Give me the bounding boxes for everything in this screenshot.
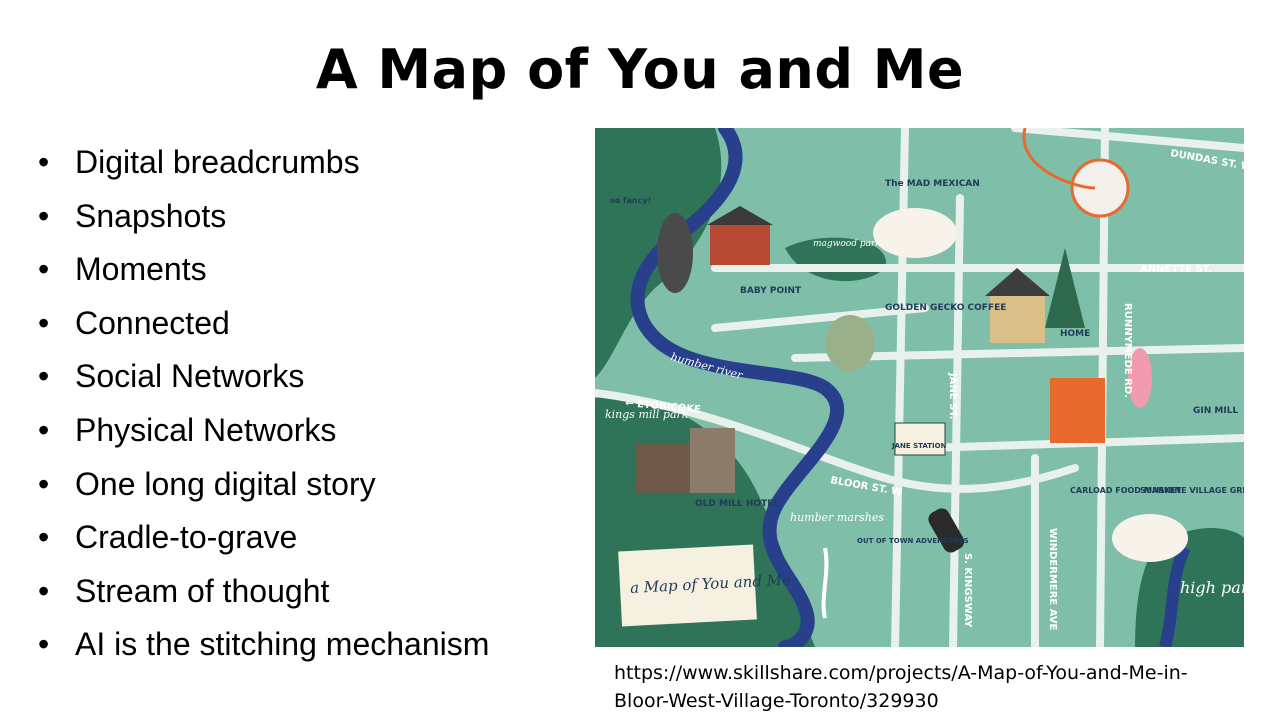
plate-icon <box>873 208 957 258</box>
place-label: JANE STATION <box>891 442 947 450</box>
compass-lanyard <box>1022 128 1096 190</box>
place-label: OLD MILL HOTEL <box>695 499 779 509</box>
car-icon <box>928 508 965 553</box>
bullet-item: • Moments <box>38 243 489 297</box>
source-caption: https://www.skillshare.com/projects/A-Ma… <box>614 659 1188 715</box>
place-label: CARLOAD FOOD MARKET <box>1070 486 1182 495</box>
caption-line: Bloor-West-Village-Toronto/329930 <box>614 690 939 712</box>
bullet-item: • Stream of thought <box>38 565 489 619</box>
bullet-item: • AI is the stitching mechanism <box>38 618 489 672</box>
place-label: SUNSHINE VILLAGE GRILL <box>1140 486 1244 495</box>
caption-line: https://www.skillshare.com/projects/A-Ma… <box>614 662 1188 684</box>
station-sign <box>894 422 946 456</box>
bullet-dot: • <box>38 197 50 234</box>
tree-icon <box>1045 248 1085 328</box>
bullet-item: • Social Networks <box>38 350 489 404</box>
place-label: OUT OF TOWN ADVENTURES <box>857 537 969 545</box>
bullet-text: Stream of thought <box>75 572 330 609</box>
bullet-text: Physical Networks <box>75 411 337 448</box>
house-icon <box>710 223 770 265</box>
bullet-dot: • <box>38 358 50 395</box>
bullet-text: Social Networks <box>75 358 305 395</box>
street-label: WINDERMERE AVE <box>1047 528 1058 631</box>
bullet-dot: • <box>38 572 50 609</box>
shop-icon <box>1050 378 1105 443</box>
home-roof-icon <box>985 268 1050 296</box>
bullet-text: Digital breadcrumbs <box>75 144 360 180</box>
character-icon <box>825 315 875 371</box>
heron-icon <box>821 547 829 619</box>
street-label: RUNNYMEDE RD. <box>1122 303 1133 398</box>
slide-title: A Map of You and Me <box>315 38 965 101</box>
place-label: BABY POINT <box>740 286 802 296</box>
bullet-dot: • <box>38 626 50 663</box>
bullet-text: Cradle-to-grave <box>75 519 298 556</box>
bullet-item: • Connected <box>38 297 489 351</box>
bullet-dot: • <box>38 519 50 556</box>
bullet-dot: • <box>38 251 50 288</box>
map-title-card <box>618 544 757 627</box>
bullet-item: • Snapshots <box>38 190 489 244</box>
place-label: so fancy! <box>610 196 651 205</box>
bullet-text: One long digital story <box>75 465 376 502</box>
bullet-dot: • <box>38 411 50 448</box>
compass-icon <box>1070 158 1130 218</box>
place-label: GOLDEN GECKO COFFEE <box>885 303 1006 313</box>
place-label: humber marshes <box>790 511 884 524</box>
bullet-dot: • <box>38 144 50 180</box>
place-label: high park <box>1180 578 1244 597</box>
street-label: JANE ST. <box>947 372 958 419</box>
breakfast-plate-icon <box>1112 514 1188 562</box>
bullet-item: • Physical Networks <box>38 404 489 458</box>
bullet-item: • Cradle-to-grave <box>38 511 489 565</box>
place-label: GIN MILL <box>1193 406 1238 416</box>
hotel-tower-icon <box>690 428 735 493</box>
bottle-icon <box>1128 348 1152 408</box>
bullet-dot: • <box>38 465 50 502</box>
place-label: kings mill park <box>605 408 689 421</box>
illustrated-map-image: DUNDAS ST. W ANNETTE ST. RUNNYMEDE RD. J… <box>595 128 1244 647</box>
house-roof-icon <box>707 206 773 225</box>
place-label: The MAD MEXICAN <box>885 179 980 189</box>
bullet-list: • Digital breadcrumbs • Snapshots • Moments… <box>38 136 489 672</box>
place-label: HOME <box>1060 329 1090 339</box>
bullet-item: • One long digital story <box>38 458 489 512</box>
river <box>1159 545 1191 647</box>
home-icon <box>990 293 1045 343</box>
bullet-text: Moments <box>75 251 207 288</box>
bullet-item: • Digital breadcrumbs <box>38 136 489 190</box>
street-label: ANNETTE ST. <box>1140 264 1212 275</box>
street-label: S. KINGSWAY <box>962 553 973 628</box>
bullet-text: Connected <box>75 304 230 341</box>
bullet-text: AI is the stitching mechanism <box>75 626 490 663</box>
couple-icon <box>657 213 693 293</box>
bullet-dot: • <box>38 304 50 341</box>
map-illustration: DUNDAS ST. W ANNETTE ST. RUNNYMEDE RD. J… <box>595 128 1244 647</box>
bullet-text: Snapshots <box>75 197 227 234</box>
place-label: magwood park <box>813 239 881 249</box>
